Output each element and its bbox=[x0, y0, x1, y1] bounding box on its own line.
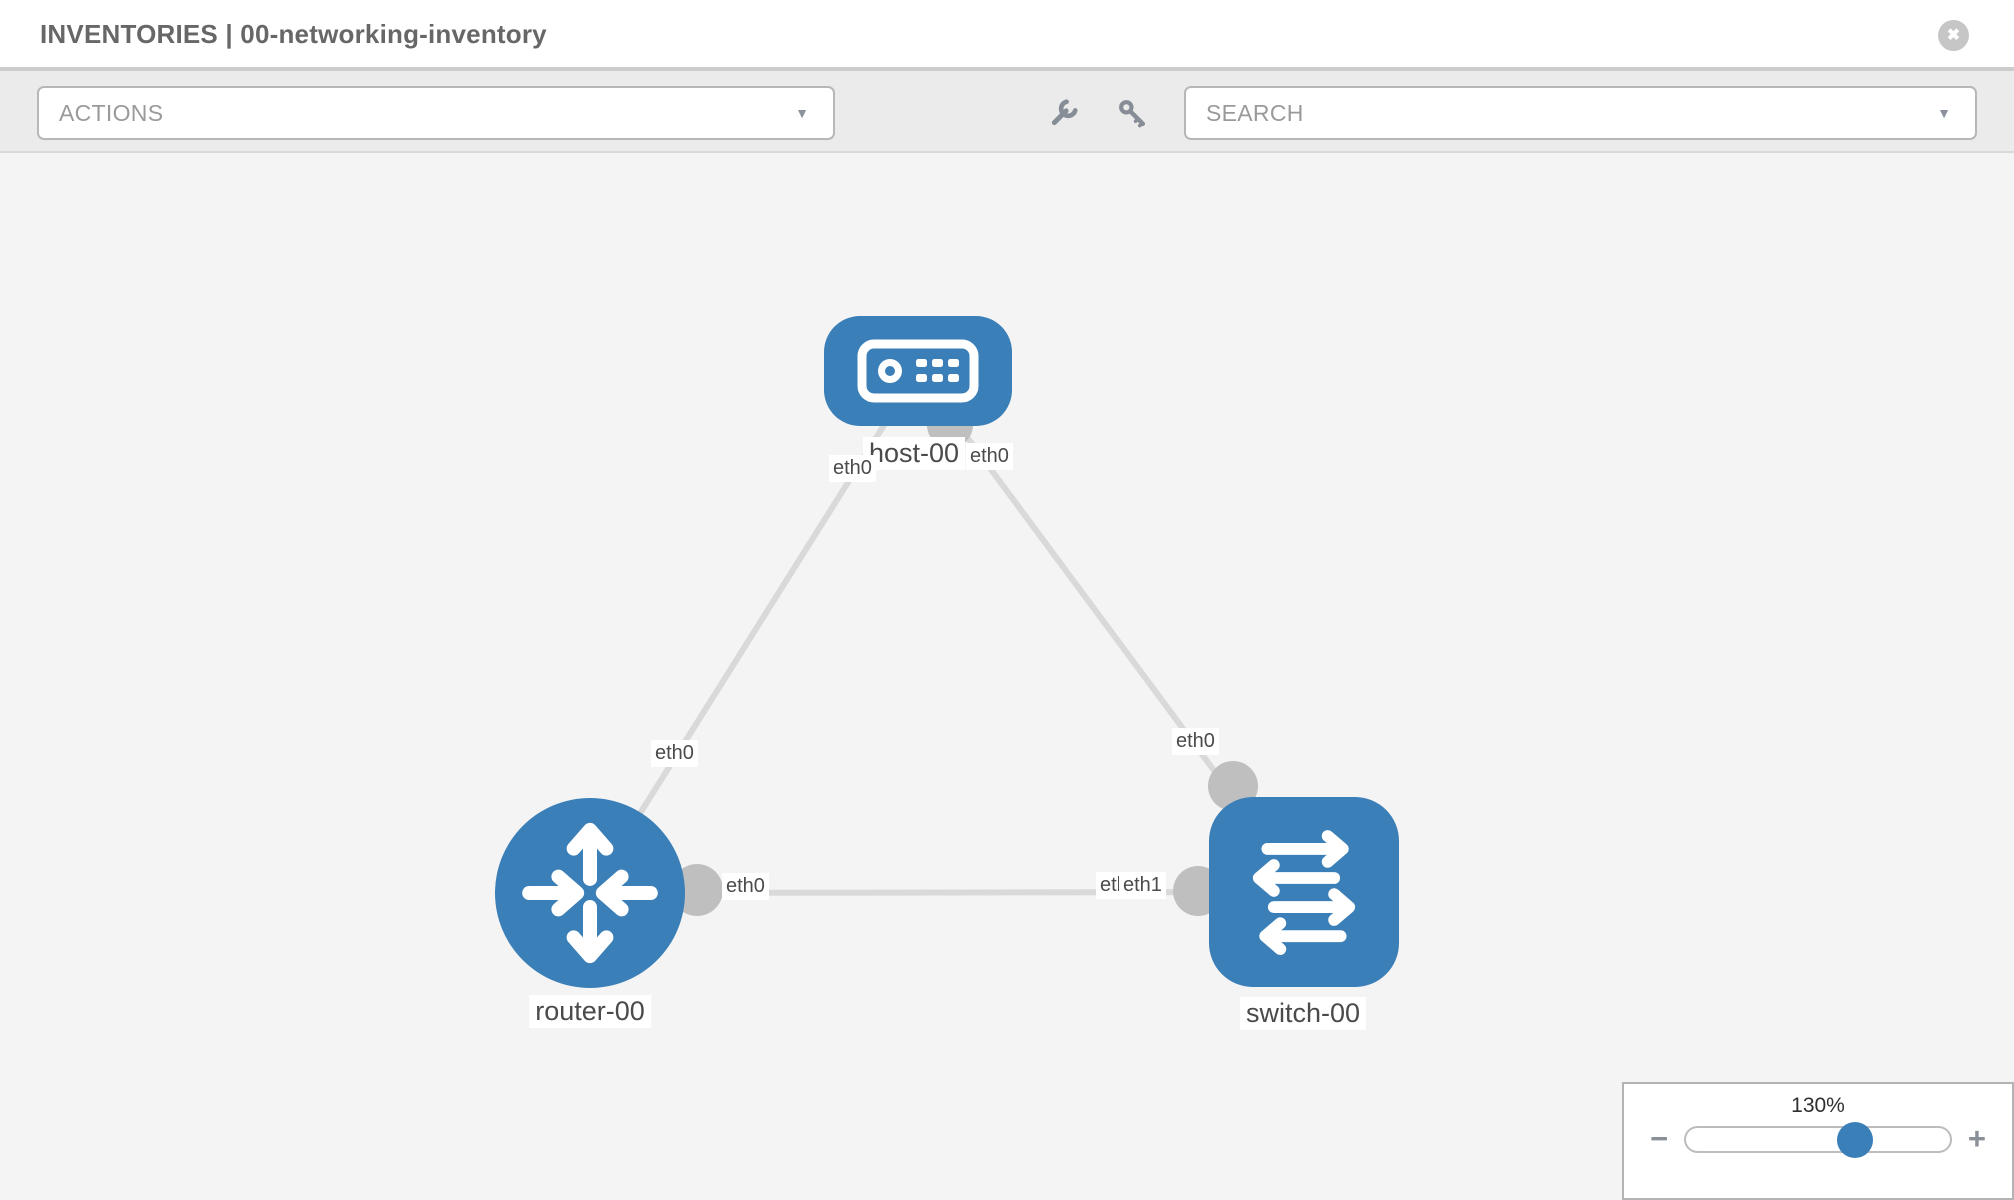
interface-label-router-eth0-to-host: eth0 bbox=[651, 740, 698, 767]
interface-label-switch-eth0-to-host: eth0 bbox=[1172, 728, 1219, 755]
zoom-control: 130% − + bbox=[1622, 1082, 2014, 1200]
actions-dropdown[interactable]: ACTIONS ▼ bbox=[37, 86, 835, 140]
node-router-00[interactable] bbox=[495, 798, 685, 988]
node-host-00[interactable] bbox=[824, 316, 1012, 426]
search-dropdown[interactable]: SEARCH ▼ bbox=[1184, 86, 1977, 140]
search-dropdown-label: SEARCH bbox=[1206, 99, 1304, 126]
zoom-slider-track[interactable] bbox=[1684, 1121, 1952, 1158]
interface-label-switch-eth1-to-router: eth1 bbox=[1119, 872, 1166, 899]
node-switch-00[interactable] bbox=[1209, 797, 1399, 987]
interface-label-host-eth0-to-router: eth0 bbox=[829, 455, 876, 482]
topology-canvas[interactable]: host-00 router-00 switch-00 eth0 eth0 et… bbox=[0, 153, 2014, 1200]
interface-label-host-eth0-to-switch: eth0 bbox=[966, 443, 1013, 470]
key-icon[interactable] bbox=[1117, 98, 1148, 129]
toolbar: ACTIONS ▼ SEARCH ▼ bbox=[0, 71, 2014, 153]
header: INVENTORIES | 00-networking-inventory ✖ bbox=[0, 0, 2014, 71]
wrench-icon[interactable] bbox=[1048, 96, 1081, 129]
zoom-percentage: 130% bbox=[1791, 1094, 1845, 1117]
interface-label-router-eth0-to-switch: eth0 bbox=[722, 873, 769, 900]
switch-icon bbox=[1252, 830, 1356, 955]
host-icon bbox=[857, 339, 979, 403]
node-label-switch-00: switch-00 bbox=[1239, 997, 1367, 1030]
actions-dropdown-label: ACTIONS bbox=[59, 99, 164, 126]
chevron-down-icon: ▼ bbox=[795, 105, 809, 121]
chevron-down-icon: ▼ bbox=[1937, 105, 1951, 121]
close-button[interactable]: ✖ bbox=[1938, 20, 1969, 51]
node-label-router-00: router-00 bbox=[529, 995, 651, 1028]
close-icon: ✖ bbox=[1946, 26, 1961, 44]
router-icon bbox=[522, 822, 658, 964]
links-layer bbox=[587, 369, 1307, 916]
zoom-slider-thumb[interactable] bbox=[1836, 1121, 1873, 1158]
zoom-out-button[interactable]: − bbox=[1650, 1121, 1669, 1156]
node-label-host-00: host-00 bbox=[862, 437, 966, 470]
page-title: INVENTORIES | 00-networking-inventory bbox=[40, 19, 547, 49]
zoom-in-button[interactable]: + bbox=[1967, 1121, 1986, 1156]
